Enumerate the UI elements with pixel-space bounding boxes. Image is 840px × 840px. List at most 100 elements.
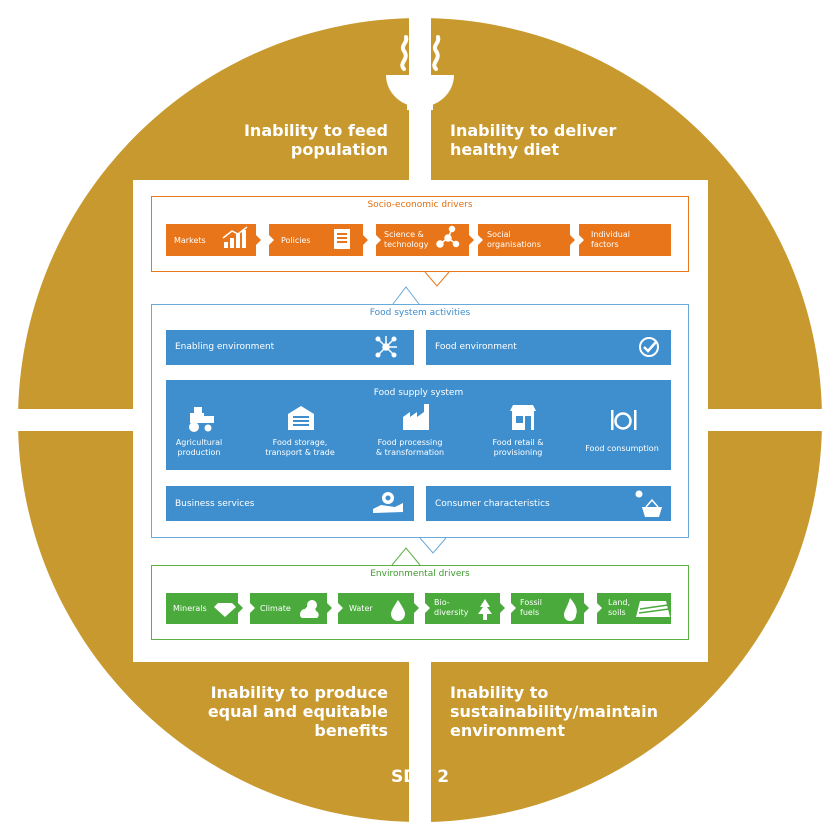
notch	[538, 470, 564, 483]
enabling-environment-label: Enabling environment	[175, 342, 275, 352]
tractor-icon	[189, 407, 214, 432]
basket-icon	[635, 490, 662, 517]
label-line: fuels	[520, 608, 540, 617]
label-line: & transformation	[375, 448, 445, 457]
label-line: Fossil	[520, 598, 542, 607]
bar-chart-icon	[222, 226, 248, 248]
food-environment-label: Food environment	[435, 342, 517, 352]
food-system-title: Food system activities	[369, 308, 471, 318]
food-down-arrow	[419, 537, 447, 554]
socio-economic-title: Socio-economic drivers	[367, 200, 473, 210]
document-icon	[334, 229, 350, 249]
label-line: Science &	[384, 230, 424, 239]
chip-label-biodiversity: Bio- diversity	[434, 598, 469, 618]
label-line: Food retail &	[492, 438, 544, 447]
label-line: equal and equitable	[207, 702, 388, 721]
notch	[276, 470, 302, 483]
label-line: organisations	[487, 240, 541, 249]
label-line: soils	[608, 608, 626, 617]
chip-label-science: Science & technology	[384, 230, 428, 250]
sdg-label: SDG 2	[390, 767, 450, 787]
label-line: population	[290, 140, 388, 159]
gem-icon	[214, 603, 236, 617]
check-circle-icon	[639, 337, 659, 357]
label-line: Agricultural	[175, 438, 223, 447]
hand-gear-icon	[373, 492, 403, 513]
label-line: technology	[384, 240, 429, 249]
label-line: Food storage,	[272, 438, 328, 447]
consumer-characteristics-label: Consumer characteristics	[435, 499, 550, 509]
quadrant-label-bottom-left: Inability to produce equal and equitable…	[208, 683, 388, 740]
food-supply-box: Food supply system Agricultural producti…	[166, 380, 671, 470]
quadrant-label-top-right: Inability to deliver healthy diet	[450, 121, 616, 159]
env-up-arrow	[391, 547, 421, 566]
tree-icon	[478, 599, 492, 620]
label-line: Inability to deliver	[450, 121, 617, 140]
plate-cutlery-icon	[611, 410, 637, 430]
food-supply-title: Food supply system	[373, 388, 464, 398]
food-up-arrow	[392, 286, 420, 305]
label-line: Social	[487, 230, 511, 239]
droplet-icon	[391, 600, 405, 621]
notch	[276, 365, 302, 378]
supply-item-consumption: Food consumption	[574, 444, 670, 454]
chip-minerals	[166, 593, 243, 624]
warehouse-icon	[288, 406, 314, 430]
chip-label-water: Water	[349, 604, 373, 613]
chip-label-minerals: Minerals	[173, 604, 207, 613]
label-line: Individual	[591, 230, 630, 239]
factory-icon	[403, 404, 429, 430]
flame-icon	[564, 598, 577, 621]
chip-label-policies: Policies	[281, 236, 311, 245]
supply-item-agricultural: Agricultural production	[151, 438, 247, 458]
label-line: factors	[591, 240, 619, 249]
chip-social	[478, 224, 575, 256]
chip-label-social: Social organisations	[487, 230, 541, 250]
field-icon	[636, 601, 670, 617]
supply-item-retail: Food retail & provisioning	[470, 438, 566, 458]
notch	[538, 365, 564, 378]
label-line: sustainability/maintain	[450, 702, 659, 721]
supply-item-processing: Food processing & transformation	[362, 438, 458, 458]
chip-label-fossil: Fossil fuels	[520, 598, 542, 618]
label-line: Inability to produce	[210, 683, 388, 702]
label-line: transport & trade	[265, 448, 335, 457]
label-line: Land,	[608, 598, 631, 607]
chip-science	[376, 224, 474, 256]
quadrant-label-bottom-right: Inability to sustainability/maintain env…	[450, 683, 658, 740]
steaming-bowl-icon	[386, 35, 454, 110]
business-services-box: Business services	[166, 486, 414, 521]
network-star-icon	[375, 336, 397, 358]
label-line: production	[177, 448, 221, 457]
consumer-characteristics-box: Consumer characteristics	[426, 486, 671, 521]
environmental-title: Environmental drivers	[370, 569, 470, 579]
cloud-sun-icon	[299, 600, 319, 618]
label-line: healthy diet	[450, 140, 559, 159]
quadrant-label-top-left: Inability to feed population	[244, 121, 388, 159]
label-line: Bio-	[434, 598, 450, 607]
business-services-label: Business services	[175, 499, 255, 509]
label-line: Food consumption	[585, 444, 659, 453]
food-environment-box: Food environment	[426, 330, 671, 365]
label-line: benefits	[314, 721, 388, 740]
shop-icon	[510, 405, 536, 430]
label-line: diversity	[434, 608, 469, 617]
label-line: provisioning	[493, 448, 543, 457]
chip-label-markets: Markets	[174, 236, 206, 245]
label-line: Inability to	[450, 683, 549, 702]
chip-label-climate: Climate	[260, 604, 291, 613]
label-line: Inability to feed	[243, 121, 388, 140]
supply-item-storage: Food storage, transport & trade	[252, 438, 348, 458]
chip-label-land: Land, soils	[608, 598, 630, 618]
chip-individual	[579, 224, 671, 256]
socio-down-arrow	[424, 271, 450, 287]
label-line: Food processing	[377, 438, 443, 447]
label-line: environment	[450, 721, 565, 740]
network-icon	[436, 225, 460, 248]
chip-label-individual: Individual factors	[591, 230, 630, 250]
enabling-environment-box: Enabling environment	[166, 330, 414, 365]
